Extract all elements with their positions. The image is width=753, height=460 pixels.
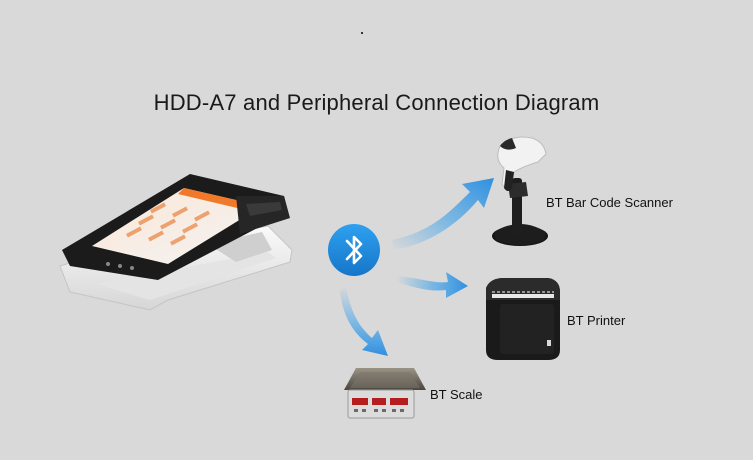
- weighing-scale-icon: [344, 368, 426, 419]
- stray-dot: [361, 32, 363, 34]
- pos-terminal-icon: [59, 174, 293, 311]
- barcode-scanner-icon: [492, 136, 548, 246]
- scale-label: BT Scale: [430, 387, 483, 402]
- scanner-label: BT Bar Code Scanner: [546, 195, 673, 210]
- arrow-to-printer: [396, 272, 468, 298]
- bluetooth-icon: [328, 224, 380, 276]
- arrow-to-scanner: [392, 178, 494, 250]
- printer-label: BT Printer: [567, 313, 626, 328]
- receipt-printer-icon: [486, 278, 560, 360]
- arrow-to-scale: [340, 286, 388, 356]
- diagram-title: HDD-A7 and Peripheral Connection Diagram: [153, 90, 600, 115]
